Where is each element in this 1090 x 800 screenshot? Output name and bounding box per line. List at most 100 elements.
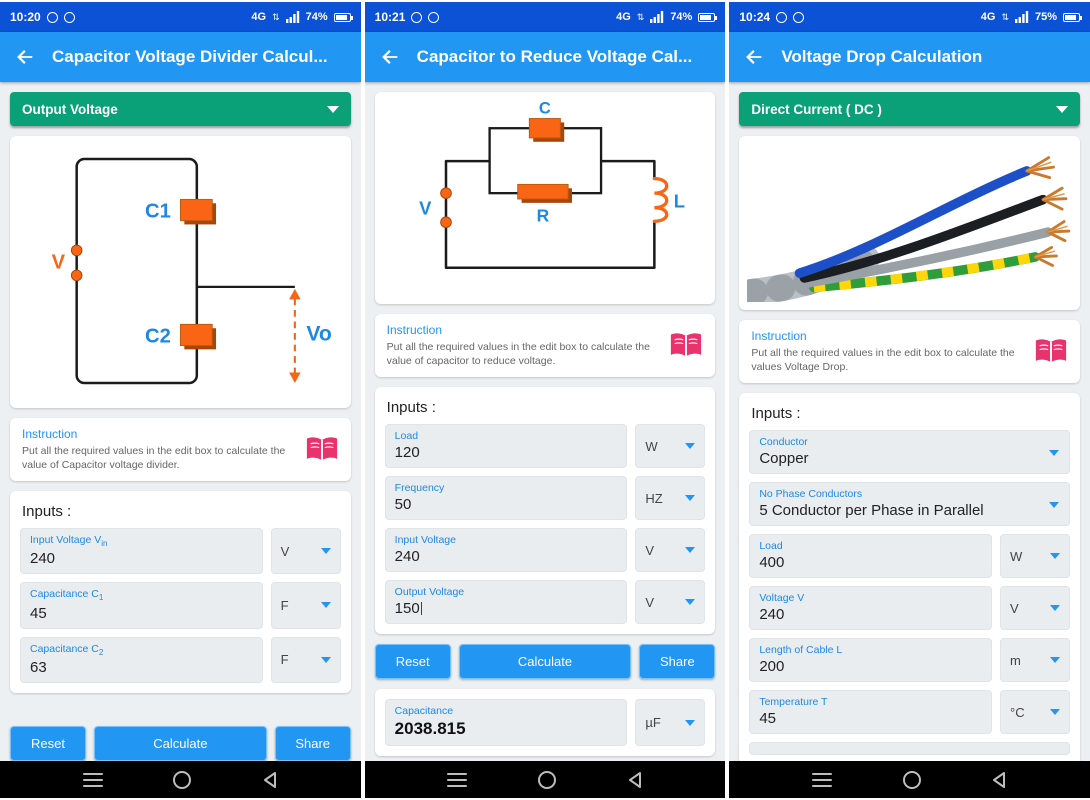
load-field[interactable]: Load 120 (384, 424, 628, 469)
capacitor-c (528, 118, 561, 139)
home-icon[interactable] (537, 770, 557, 790)
unit-dropdown[interactable]: V (1000, 586, 1071, 631)
menu-icon[interactable] (82, 772, 103, 788)
reset-button[interactable]: Reset (10, 726, 86, 761)
instruction-title: Instruction (751, 329, 807, 343)
unit-dropdown[interactable]: F (270, 636, 341, 683)
back-icon[interactable] (14, 46, 36, 68)
v-label: V (52, 252, 66, 274)
share-button[interactable]: Share (274, 726, 351, 761)
phase-conductors-select[interactable]: No Phase Conductors 5 Conductor per Phas… (749, 482, 1071, 527)
c1-label: C1 (145, 201, 171, 223)
result-card: Capacitance 2038.815 µF (374, 689, 716, 757)
load-field[interactable]: Load 400 (749, 534, 993, 579)
network-type-label: 4G (251, 11, 267, 23)
frequency-field[interactable]: Frequency 50 (384, 476, 628, 521)
instruction-body: Put all the required values in the edit … (386, 341, 650, 368)
instruction-body: Put all the required values in the edit … (751, 347, 1015, 374)
share-button[interactable]: Share (639, 644, 716, 680)
unit-value: F (280, 597, 289, 613)
resistor-r (516, 183, 569, 200)
partial-field (749, 742, 1071, 756)
unit-dropdown[interactable]: V (635, 580, 706, 625)
chevron-down-icon (320, 656, 331, 663)
instruction-text-block: Instruction Put all the required values … (387, 323, 660, 368)
instruction-card: Instruction Put all the required values … (10, 418, 351, 482)
voltage-divider-circuit-diagram: C1 C2 Vo V (52, 157, 332, 385)
field-label: Input Voltage Vin (30, 534, 108, 549)
home-icon[interactable] (172, 770, 192, 790)
input-voltage-field[interactable]: Input Voltage Vin 240 (20, 528, 263, 575)
inductor-coil (652, 176, 668, 223)
voltage-field[interactable]: Voltage V 240 (749, 586, 993, 631)
notification-icon (411, 11, 423, 23)
back-nav-icon[interactable] (991, 771, 1007, 789)
unit-dropdown[interactable]: µF (635, 699, 706, 747)
back-nav-icon[interactable] (262, 771, 278, 789)
temperature-field[interactable]: Temperature T 45 (749, 690, 993, 735)
field-label: Frequency (394, 482, 445, 495)
menu-icon[interactable] (812, 772, 833, 788)
calculate-button[interactable]: Calculate (94, 726, 267, 761)
input-row: Load 400 W (749, 534, 1071, 579)
terminal-dot (439, 216, 452, 229)
c2-label: C2 (145, 326, 171, 348)
unit-value: V (1010, 600, 1019, 616)
back-icon[interactable] (743, 46, 765, 68)
input-row: Input Voltage 240 V (384, 528, 706, 573)
unit-dropdown[interactable]: m (1000, 638, 1071, 683)
chevron-down-icon (1050, 709, 1061, 716)
field-value: 50 (394, 496, 412, 514)
unit-dropdown[interactable]: W (1000, 534, 1071, 579)
field-value: 63 (30, 658, 47, 676)
unit-dropdown[interactable]: °C (1000, 690, 1071, 735)
page-title: Capacitor to Reduce Voltage Cal... (416, 47, 693, 66)
input-row: Frequency 50 HZ (384, 476, 706, 521)
electrical-cables-image (747, 156, 1071, 302)
result-label: Capacitance (394, 705, 454, 718)
capacitance-c1-field[interactable]: Capacitance C1 45 (20, 582, 263, 629)
reset-button[interactable]: Reset (374, 644, 451, 680)
unit-dropdown[interactable]: F (270, 582, 341, 629)
output-mode-dropdown[interactable]: Output Voltage (10, 92, 351, 126)
unit-dropdown[interactable]: W (635, 424, 706, 469)
status-bar: 10:20 4G ⇅ 74% (0, 2, 361, 32)
back-nav-icon[interactable] (627, 771, 643, 789)
inputs-card: Inputs : Load 120 W Frequency 50 HZ (374, 387, 716, 635)
clock: 10:21 (374, 10, 406, 24)
home-icon[interactable] (902, 770, 922, 790)
current-type-dropdown[interactable]: Direct Current ( DC ) (739, 92, 1081, 126)
unit-dropdown[interactable]: V (635, 528, 706, 573)
back-icon[interactable] (379, 46, 401, 68)
input-row: Voltage V 240 V (749, 586, 1071, 631)
menu-icon[interactable] (447, 772, 468, 788)
chevron-down-icon (1050, 657, 1061, 664)
android-nav-bar (364, 761, 726, 798)
capacitor-c1 (180, 198, 214, 222)
android-nav-bar (0, 761, 361, 798)
unit-value: V (645, 542, 655, 558)
calculate-button[interactable]: Calculate (458, 644, 632, 680)
android-nav-bar (729, 761, 1090, 798)
field-label: Input Voltage (394, 534, 456, 547)
input-voltage-field[interactable]: Input Voltage 240 (384, 528, 628, 573)
input-row: Conductor Copper (749, 430, 1071, 475)
output-voltage-field[interactable]: Output Voltage 150 (384, 580, 628, 625)
cable-length-field[interactable]: Length of Cable L 200 (749, 638, 993, 683)
capacitor-c2 (180, 323, 214, 347)
notification-icon (793, 11, 805, 23)
unit-value: F (280, 652, 289, 668)
unit-dropdown[interactable]: HZ (635, 476, 706, 521)
input-row: Load 120 W (384, 424, 706, 469)
conductor-select[interactable]: Conductor Copper (749, 430, 1071, 475)
instruction-title: Instruction (386, 323, 443, 337)
unit-value: V (645, 594, 655, 610)
instruction-text-block: Instruction Put all the required values … (751, 329, 1024, 374)
battery-icon (1063, 12, 1083, 22)
action-buttons: Reset Calculate Share (10, 726, 351, 761)
battery-percent: 74% (670, 11, 693, 23)
capacitance-c2-field[interactable]: Capacitance C2 63 (20, 636, 263, 683)
book-icon (306, 437, 337, 461)
chevron-down-icon (1056, 105, 1069, 113)
unit-dropdown[interactable]: V (270, 528, 341, 575)
